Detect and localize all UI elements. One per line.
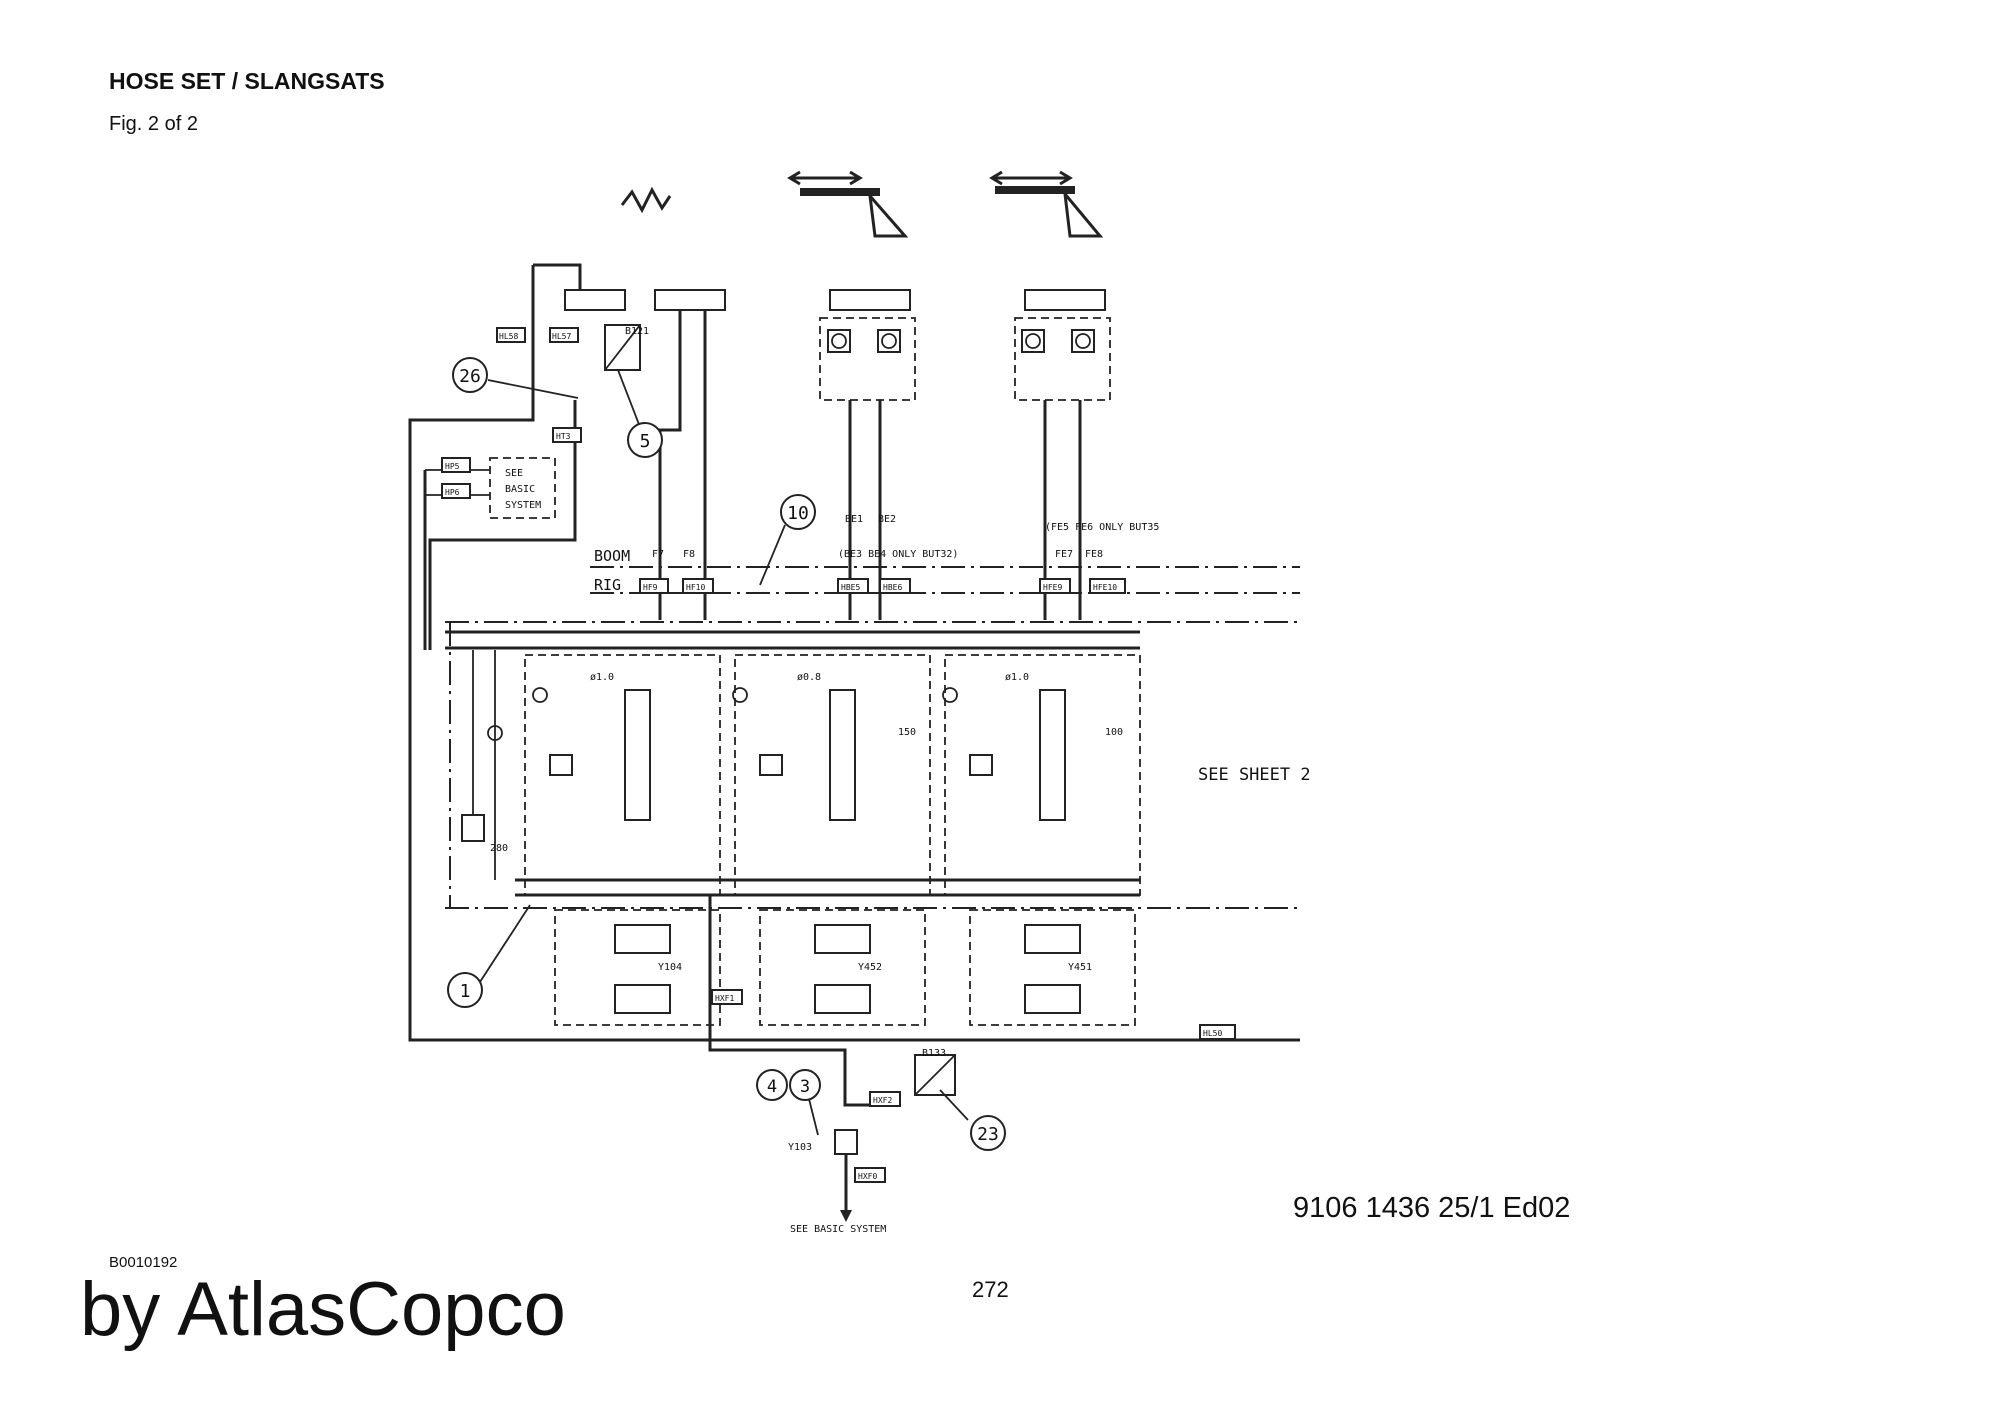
port-note-label: (BE3 BE4 ONLY BUT32) — [838, 549, 958, 560]
port-label: BE2 — [878, 514, 896, 525]
callout-23 — [970, 1115, 1006, 1151]
callout-10-label: 10 — [787, 503, 809, 524]
hose-tag: HXF0 — [858, 1172, 877, 1181]
figure-subtitle: Fig. 2 of 2 — [109, 113, 198, 135]
port-label: FE8 — [1085, 549, 1103, 560]
valve-section-1 — [524, 654, 721, 1026]
port-label: F7 — [652, 549, 664, 560]
callout-26 — [452, 357, 488, 393]
hose-tag: HXF2 — [873, 1096, 892, 1105]
callout-3 — [789, 1069, 821, 1101]
callout-5-label: 5 — [640, 431, 651, 452]
callout-1-label: 1 — [460, 981, 471, 1002]
see-basic-label: SEE — [505, 468, 523, 479]
boom-label: BOOM — [594, 547, 630, 565]
vibration-symbol — [620, 186, 672, 214]
see-basic-system-label: SEE BASIC SYSTEM — [790, 1224, 886, 1235]
orifice-label: ø1.0 — [590, 672, 614, 683]
valve-y103 — [834, 1129, 858, 1155]
relief-valve — [461, 814, 485, 842]
see-basic-label: BASIC — [505, 484, 535, 495]
callout-5 — [627, 422, 663, 458]
callout-10 — [780, 494, 816, 530]
brand-footer: by AtlasCopco — [80, 1267, 566, 1352]
valve-section-3 — [942, 654, 1141, 1026]
callout-4 — [756, 1069, 788, 1101]
cylinder-3 — [1024, 289, 1106, 311]
port-label: BE1 — [845, 514, 863, 525]
hose-tag: HL57 — [552, 332, 571, 341]
see-sheet-label: SEE SHEET 2 — [1198, 765, 1311, 785]
sensor-label: B133 — [922, 1048, 946, 1059]
callout-4-label: 4 — [767, 1077, 777, 1097]
cylinder-2 — [829, 289, 911, 311]
callout-23-label: 23 — [977, 1124, 999, 1145]
hose-tag: HBE5 — [841, 583, 860, 592]
pressure-label: 150 — [898, 727, 916, 738]
page-title: HOSE SET / SLANGSATS — [109, 68, 385, 94]
hose-tag: HF10 — [686, 583, 705, 592]
orifice-label: ø0.8 — [797, 672, 821, 683]
solenoid-label: Y451 — [1068, 962, 1092, 973]
hose-tag: HL50 — [1203, 1029, 1222, 1038]
port-label: F8 — [683, 549, 695, 560]
port-note-label: (FE5 FE6 ONLY BUT35 — [1045, 522, 1159, 533]
callout-26-label: 26 — [459, 366, 481, 387]
valve-section-2 — [732, 654, 931, 1026]
hose-tag: HFE10 — [1093, 583, 1117, 592]
hose-tag: HP6 — [445, 488, 460, 497]
orifice-label: ø1.0 — [1005, 672, 1029, 683]
pressure-label: 100 — [1105, 727, 1123, 738]
solenoid-label: Y103 — [788, 1142, 812, 1153]
document-id: B0010192 — [109, 1254, 178, 1271]
port-label: FE7 — [1055, 549, 1073, 560]
pressure-label: 280 — [490, 843, 508, 854]
solenoid-label: Y452 — [858, 962, 882, 973]
callout-1 — [447, 972, 483, 1008]
boom-extension-symbol — [787, 170, 909, 238]
valve-cylinder — [564, 289, 626, 311]
sensor-label: B121 — [625, 326, 649, 337]
hose-tag: HXF1 — [715, 994, 734, 1003]
see-basic-label: SYSTEM — [505, 500, 541, 511]
drawing-number: 9106 1436 25/1 Ed02 — [1293, 1192, 1571, 1224]
hose-tag: HF9 — [643, 583, 658, 592]
hose-tag: HL58 — [499, 332, 518, 341]
hose-tag: HFE9 — [1043, 583, 1062, 592]
hose-tag: HT3 — [556, 432, 571, 441]
rig-label: RIG — [594, 576, 621, 594]
hose-tag: HP5 — [445, 462, 460, 471]
cylinder-1 — [654, 289, 726, 311]
hose-tag: HBE6 — [883, 583, 902, 592]
page-number: 272 — [972, 1277, 1009, 1302]
callout-3-label: 3 — [800, 1077, 810, 1097]
solenoid-label: Y104 — [658, 962, 682, 973]
boom-extension-symbol-2 — [989, 170, 1104, 238]
